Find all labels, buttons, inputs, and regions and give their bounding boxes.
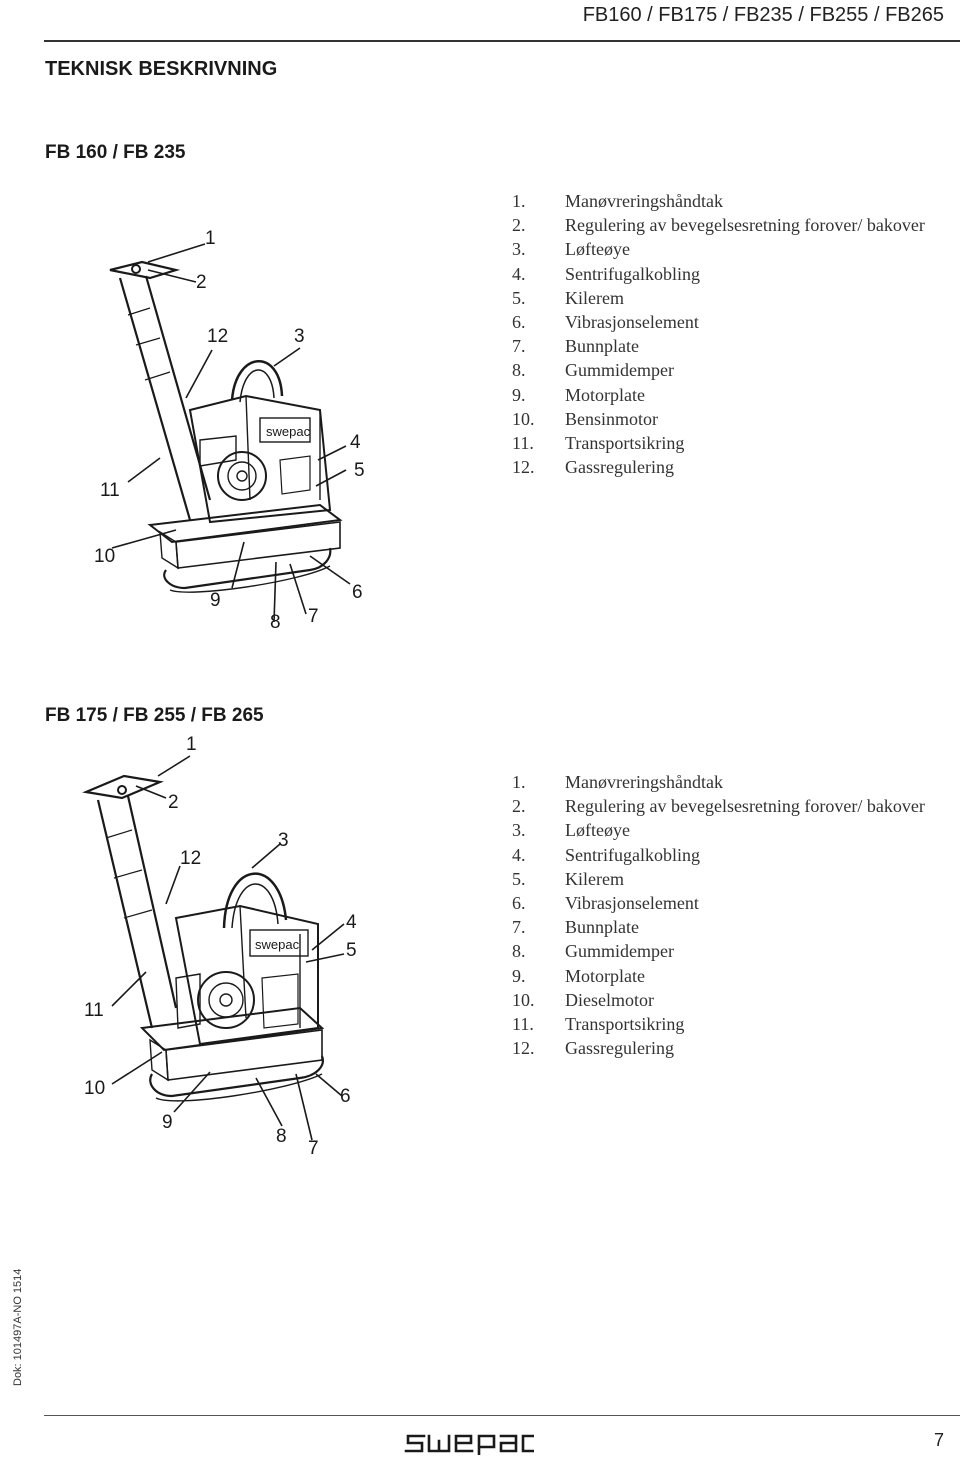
callout-9: 9 — [210, 590, 221, 611]
list-item: 12.Gassregulering — [512, 1038, 674, 1059]
callout-11: 11 — [84, 1000, 104, 1021]
callout-1: 1 — [205, 228, 216, 249]
swepac-logo — [404, 1434, 534, 1455]
list-item: 3.Løfteøye — [512, 820, 630, 841]
callout-6: 6 — [340, 1086, 351, 1107]
callout-11: 11 — [100, 480, 120, 501]
list-item: 7.Bunnplate — [512, 336, 639, 357]
callout-3: 3 — [294, 326, 305, 347]
section-heading: TEKNISK BESKRIVNING — [45, 58, 278, 80]
document-header-title: FB160 / FB175 / FB235 / FB255 / FB265 — [582, 4, 944, 26]
list-item: 5.Kilerem — [512, 287, 624, 308]
callout-2: 2 — [168, 792, 179, 813]
list-item: 2.Regulering av bevegelsesretning forove… — [512, 796, 925, 817]
callout-1: 1 — [186, 734, 197, 755]
list-item: 8.Gummidemper — [512, 941, 674, 962]
callout-6: 6 — [352, 582, 363, 603]
plate-compactor-illustration-fb160: swepac 1 2 12 3 4 5 11 10 9 8 7 6 — [94, 228, 365, 633]
list-item: 2.Regulering av bevegelsesretning forove… — [512, 215, 925, 236]
callout-7: 7 — [308, 1138, 319, 1159]
parts-list-fb160: 1.Manøvreringshåndtak 2.Regulering av be… — [512, 189, 960, 479]
plate-compactor-illustration-fb175: swepac 1 2 12 3 4 5 11 10 9 8 7 6 — [82, 734, 357, 1159]
model-heading-fb175: FB 175 / FB 255 / FB 265 — [45, 705, 264, 726]
list-item: 4.Sentrifugalkobling — [512, 263, 700, 284]
callout-10: 10 — [94, 546, 115, 567]
callout-9: 9 — [162, 1112, 173, 1133]
list-item: 9.Motorplate — [512, 965, 645, 986]
list-item: 1.Manøvreringshåndtak — [512, 191, 723, 211]
callout-3: 3 — [278, 830, 289, 851]
callout-7: 7 — [308, 606, 319, 627]
svg-text:swepac: swepac — [255, 937, 300, 952]
callout-8: 8 — [270, 612, 281, 633]
callout-12: 12 — [180, 848, 201, 869]
svg-text:swepac: swepac — [266, 424, 311, 439]
list-item: 7.Bunnplate — [512, 917, 639, 938]
document-reference: Dok: 101497A-NO 1514 — [12, 1268, 24, 1386]
callout-2: 2 — [196, 272, 207, 293]
callout-10: 10 — [84, 1078, 105, 1099]
list-item: 5.Kilerem — [512, 868, 624, 889]
list-item: 3.Løfteøye — [512, 239, 630, 260]
callout-4: 4 — [350, 432, 361, 453]
callout-5: 5 — [354, 460, 365, 481]
list-item: 10.Dieselmotor — [512, 989, 654, 1010]
list-item: 6.Vibrasjonselement — [512, 893, 699, 914]
list-item: 1.Manøvreringshåndtak — [512, 772, 723, 792]
callout-8: 8 — [276, 1126, 287, 1147]
header-divider — [44, 40, 960, 42]
page-number: 7 — [933, 1430, 944, 1450]
list-item: 6.Vibrasjonselement — [512, 312, 699, 333]
model-heading-fb160: FB 160 / FB 235 — [45, 142, 186, 163]
list-item: 11.Transportsikring — [512, 433, 685, 454]
callout-5: 5 — [346, 940, 357, 961]
callout-12: 12 — [207, 326, 228, 347]
list-item: 12.Gassregulering — [512, 457, 674, 478]
list-item: 8.Gummidemper — [512, 360, 674, 381]
callout-4: 4 — [346, 912, 357, 933]
parts-list-fb175: 1.Manøvreringshåndtak 2.Regulering av be… — [512, 770, 960, 1060]
list-item: 4.Sentrifugalkobling — [512, 844, 700, 865]
footer-divider — [44, 1415, 960, 1416]
list-item: 9.Motorplate — [512, 384, 645, 405]
list-item: 11.Transportsikring — [512, 1014, 685, 1035]
list-item: 10.Bensinmotor — [512, 408, 658, 429]
